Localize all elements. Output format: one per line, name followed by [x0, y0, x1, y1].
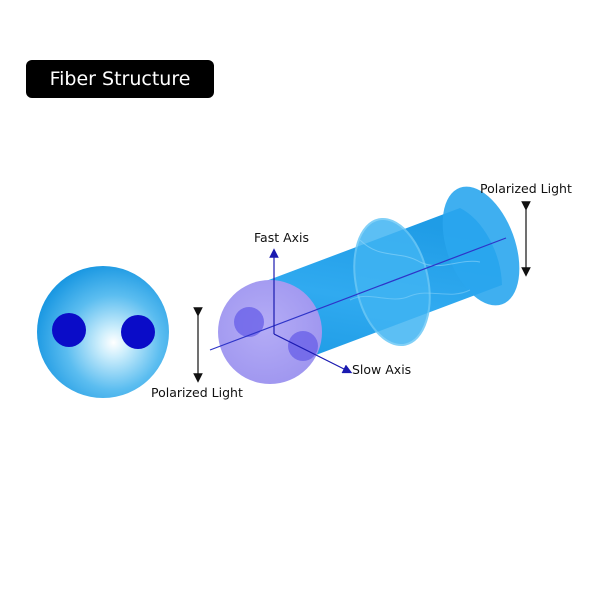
stress-rod-right — [121, 315, 155, 349]
cladding-circle — [37, 266, 169, 398]
fiber-cylinder — [209, 186, 520, 384]
light-path-faint — [359, 239, 481, 267]
polarized-light-label-right: Polarized Light — [480, 181, 572, 196]
inner-cross-section — [353, 217, 431, 347]
fast-axis-label: Fast Axis — [254, 230, 310, 245]
fiber-cross-section — [37, 266, 169, 398]
slow-axis-label: Slow Axis — [352, 362, 412, 377]
cylinder-far-end — [442, 186, 520, 306]
polarized-light-label-left: Polarized Light — [151, 385, 243, 400]
optical-axis-line — [209, 237, 507, 351]
end-stress-rod-upper — [234, 307, 264, 337]
slow-axis-arrow — [273, 333, 353, 374]
title-badge: Fiber Structure — [26, 60, 214, 98]
light-path-faint-2 — [349, 289, 471, 301]
end-stress-rod-lower — [288, 331, 318, 361]
stress-rod-left — [52, 313, 86, 347]
